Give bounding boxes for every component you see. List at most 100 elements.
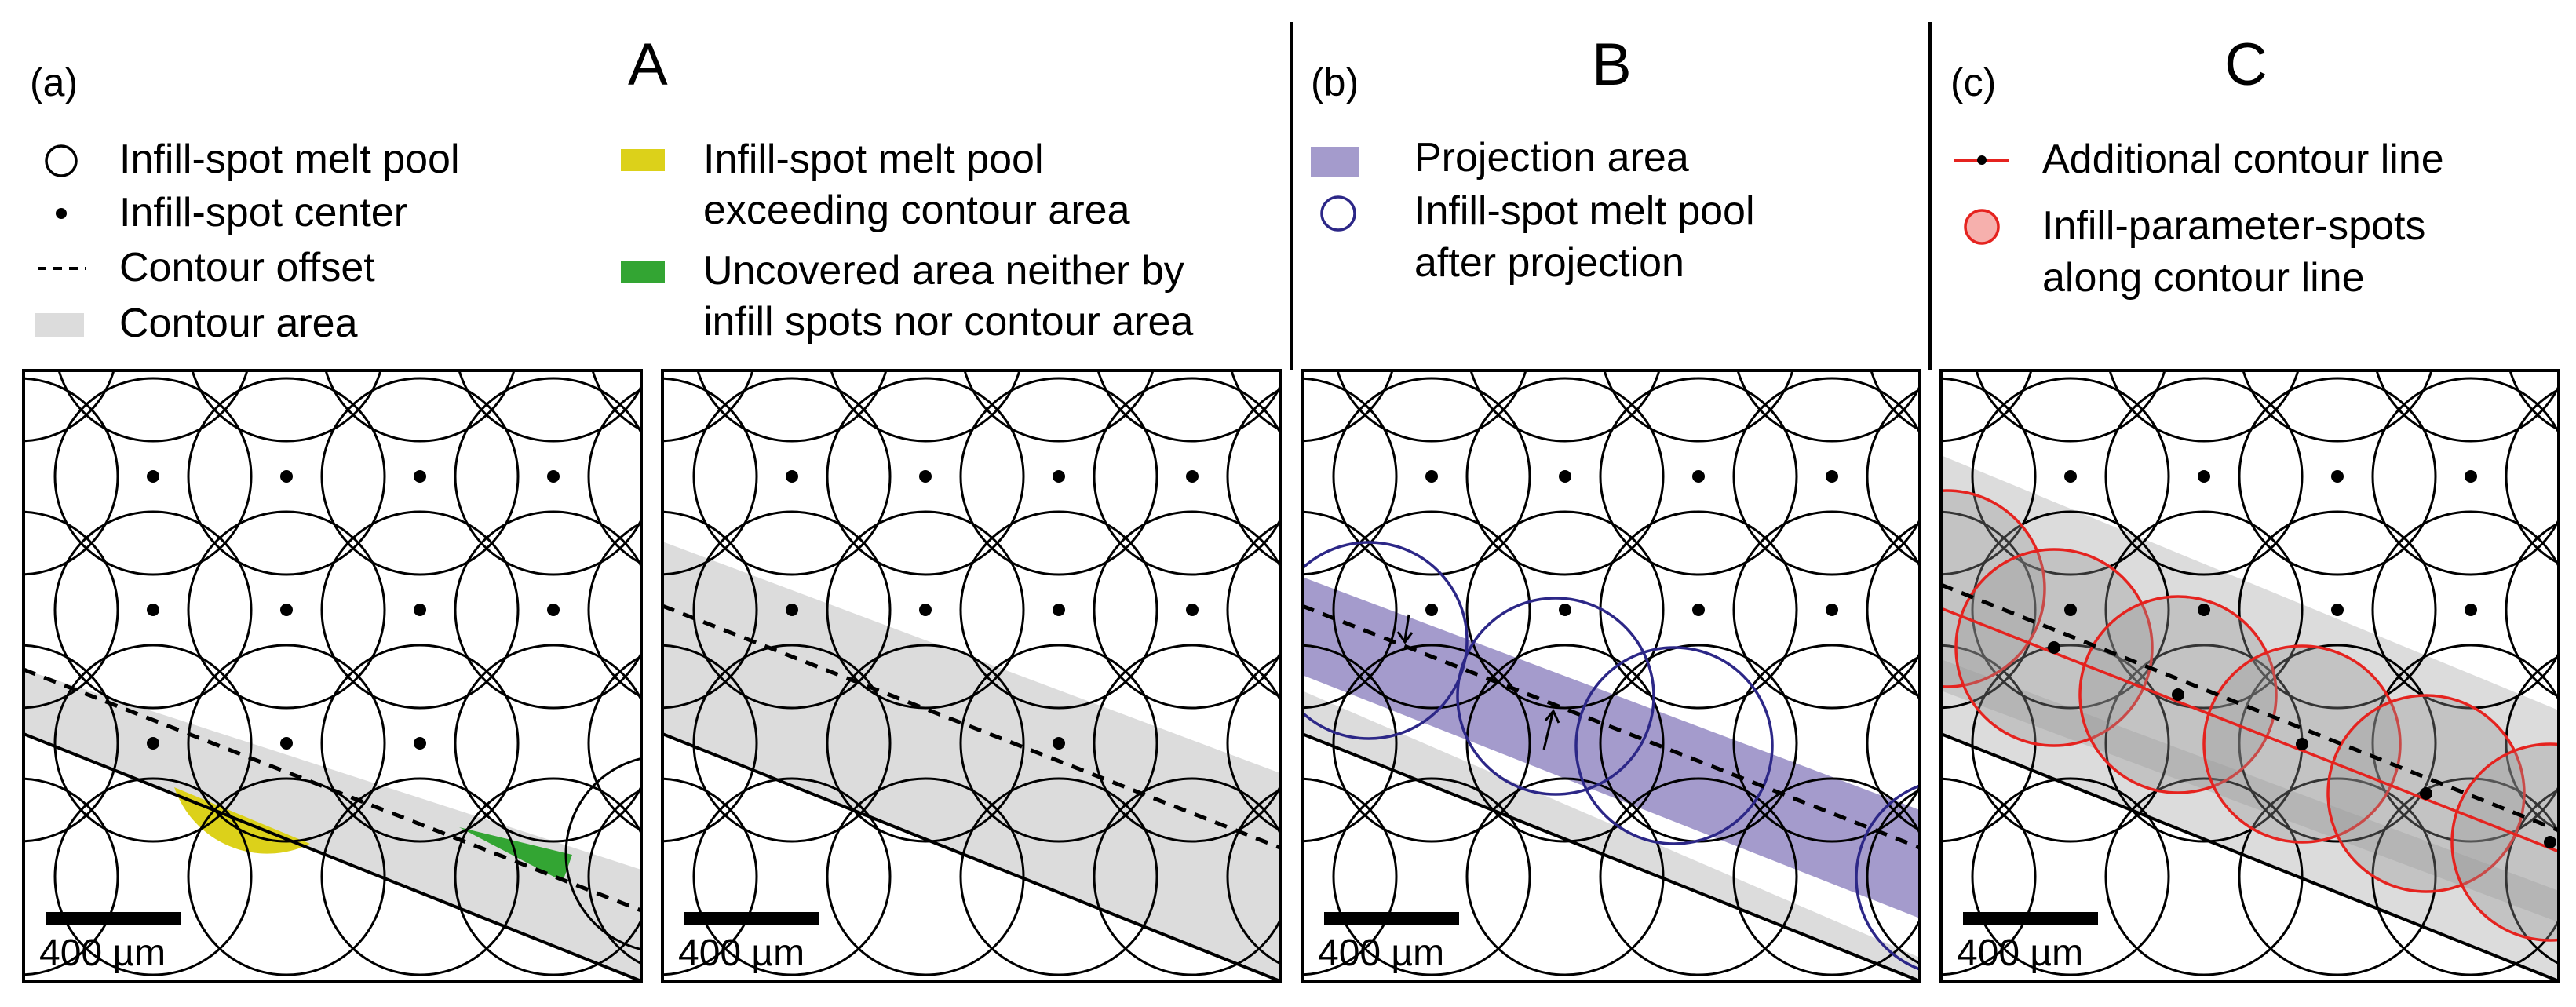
melt-pool-circle	[320, 377, 520, 576]
melt-pool-circle	[191, 370, 382, 443]
uncovered-swatch	[621, 261, 665, 283]
contour-offset	[1941, 582, 2559, 833]
melt-pool-circle	[1302, 377, 1398, 576]
spot-center-dot	[1425, 604, 1438, 616]
section-b-tag: (b)	[1311, 60, 1359, 104]
panel-a1: 400 µm	[22, 369, 643, 983]
spot-center-dot	[1053, 737, 1065, 750]
melt-pool-circle	[696, 370, 888, 443]
spot-center-dot	[1559, 604, 1571, 616]
spot-center-dot	[547, 470, 560, 483]
melt-pool-circle	[1971, 777, 2170, 976]
scale-bar	[46, 912, 181, 925]
melt-pool-circle	[2108, 370, 2300, 443]
projected-circle-icon	[1320, 195, 1356, 232]
melt-pool-circle	[587, 655, 641, 832]
melt-pool-circle	[1093, 777, 1280, 976]
melt-pool-circle	[1093, 510, 1280, 710]
spot-center-dot	[1826, 470, 1838, 483]
spot-center-dot	[1053, 604, 1065, 616]
contour-offset	[662, 604, 1280, 850]
spot-centers	[1425, 470, 1838, 616]
contour-edge	[1941, 732, 2559, 981]
melt-pool-circle	[1941, 777, 2037, 976]
projection-area	[1302, 577, 1920, 918]
melt-pool-circle-icon	[45, 144, 78, 177]
contour-area	[24, 670, 641, 981]
melt-pool-circle	[1732, 377, 1920, 576]
melt-pool-circle	[587, 521, 641, 699]
melt-pool-circle	[2505, 388, 2559, 565]
projection-arrows	[1396, 614, 1560, 750]
projected-melt-pools	[1302, 541, 1920, 971]
melt-pool-circle	[1866, 655, 1920, 832]
melt-pool-circle	[2505, 788, 2559, 965]
melt-pool-circle	[587, 388, 641, 565]
spot-center-dot	[280, 737, 293, 750]
spot-center-dot	[919, 604, 932, 616]
melt-pool-circle	[187, 510, 386, 710]
melt-pool-circle	[1732, 777, 1920, 976]
panel-b: 400 µm	[1301, 369, 1921, 983]
param-spot-circle-icon	[1964, 209, 2000, 245]
melt-pool-circle	[1599, 777, 1798, 976]
legend-melt-pool: Infill-spot melt pool	[119, 137, 460, 182]
melt-pool-circle	[662, 377, 758, 576]
melt-pool-circle	[662, 777, 758, 976]
legend-after-projection-2: after projection	[1414, 240, 1684, 286]
melt-pool-circle	[587, 788, 641, 965]
melt-pool-circle	[1465, 377, 1665, 576]
spot-center-dot	[2465, 470, 2477, 483]
spot-center-dot	[414, 470, 426, 483]
melt-pool-circle	[1226, 521, 1280, 699]
melt-pool-circle	[692, 644, 892, 843]
melt-pool-circle	[826, 377, 1025, 576]
section-b-letter: B	[1592, 31, 1632, 98]
contour-offset	[24, 667, 641, 913]
spot-center-dot	[2064, 604, 2077, 616]
melt-pool-circle	[959, 644, 1158, 843]
melt-pool-circle	[1870, 370, 1920, 432]
melt-pool-circle	[1332, 644, 1531, 843]
melt-pool-circle	[2371, 510, 2559, 710]
legend-additional-line: Additional contour line	[2042, 137, 2444, 182]
legend-contour-area: Contour area	[119, 301, 358, 346]
melt-pool-edge	[564, 757, 641, 951]
melt-pool-circle	[2238, 377, 2437, 576]
scale-bar	[1324, 912, 1459, 925]
panel-frame	[661, 369, 1282, 983]
melt-pool-circle	[1302, 777, 1398, 976]
melt-pool-circle	[1736, 370, 1920, 443]
melt-pool-circle	[1941, 510, 2037, 710]
spot-center-dot	[919, 470, 932, 483]
section-a-letter: A	[628, 31, 668, 98]
spot-centers	[786, 470, 1199, 750]
melt-pool-circle	[959, 777, 1158, 976]
melt-pool-circle	[1941, 370, 2033, 443]
spot-center-dot	[2331, 604, 2344, 616]
contour-area	[1302, 691, 1920, 981]
exceeding-swatch	[621, 149, 665, 171]
legend-projection-area: Projection area	[1414, 135, 1689, 181]
melt-pool-circle	[2104, 377, 2304, 576]
melt-pool-circle	[1226, 788, 1280, 965]
additional-contour-line	[1941, 607, 2559, 853]
spot-centers	[147, 470, 560, 750]
melt-pool-circle	[1866, 521, 1920, 699]
scale-bar	[1963, 912, 2098, 925]
melt-pool-circle	[324, 370, 516, 443]
contour-edge	[24, 732, 641, 981]
melt-pool-circle	[1732, 510, 1920, 710]
melt-pool-circle	[187, 377, 386, 576]
section-c-letter: C	[2224, 31, 2268, 98]
spot-center-dot	[2331, 470, 2344, 483]
melt-pool-circle	[454, 777, 641, 976]
melt-pool-circle	[2371, 644, 2559, 843]
melt-pool-circle	[1971, 377, 2170, 576]
melt-pool-circle	[24, 510, 119, 710]
spot-center-dot	[2465, 604, 2477, 616]
melt-pool-circle	[1599, 377, 1798, 576]
melt-pool-circle	[2242, 370, 2433, 443]
spot-centers	[2064, 470, 2477, 616]
